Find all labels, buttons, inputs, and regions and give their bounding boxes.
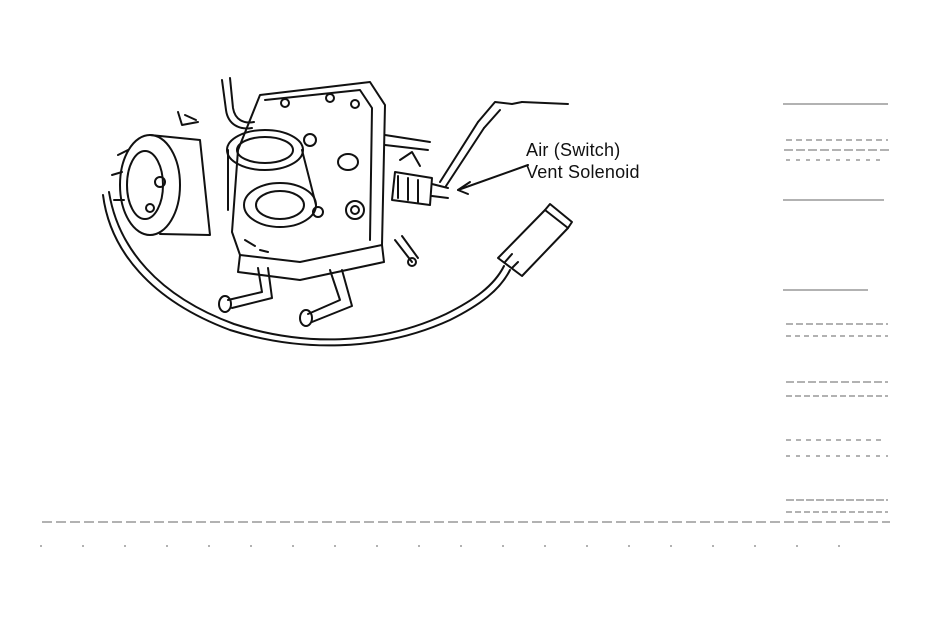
lower-pipe-right xyxy=(307,269,353,323)
solenoid-wire-tail xyxy=(521,101,569,105)
vent-tube-inner xyxy=(229,77,255,124)
vent-tube xyxy=(221,79,253,130)
side-tube xyxy=(384,134,431,151)
solenoid-wire-end xyxy=(477,101,523,129)
solenoid-wire xyxy=(439,121,485,187)
faint-text-column xyxy=(40,103,890,547)
wiring-harness-outer xyxy=(108,191,505,341)
choke-housing xyxy=(111,111,211,236)
wiring-harness xyxy=(102,194,511,347)
lower-pipe-left xyxy=(227,267,273,309)
solenoid-callout-label: Air (Switch) Vent Solenoid xyxy=(526,139,640,183)
callout-arrowhead xyxy=(457,181,471,195)
callout-line-1: Air (Switch) xyxy=(526,140,621,160)
air-vent-solenoid xyxy=(391,151,449,206)
callout-leader xyxy=(457,164,529,191)
carburetor-body xyxy=(226,81,386,281)
harness-connector xyxy=(497,203,573,277)
callout-line-2: Vent Solenoid xyxy=(526,162,640,182)
